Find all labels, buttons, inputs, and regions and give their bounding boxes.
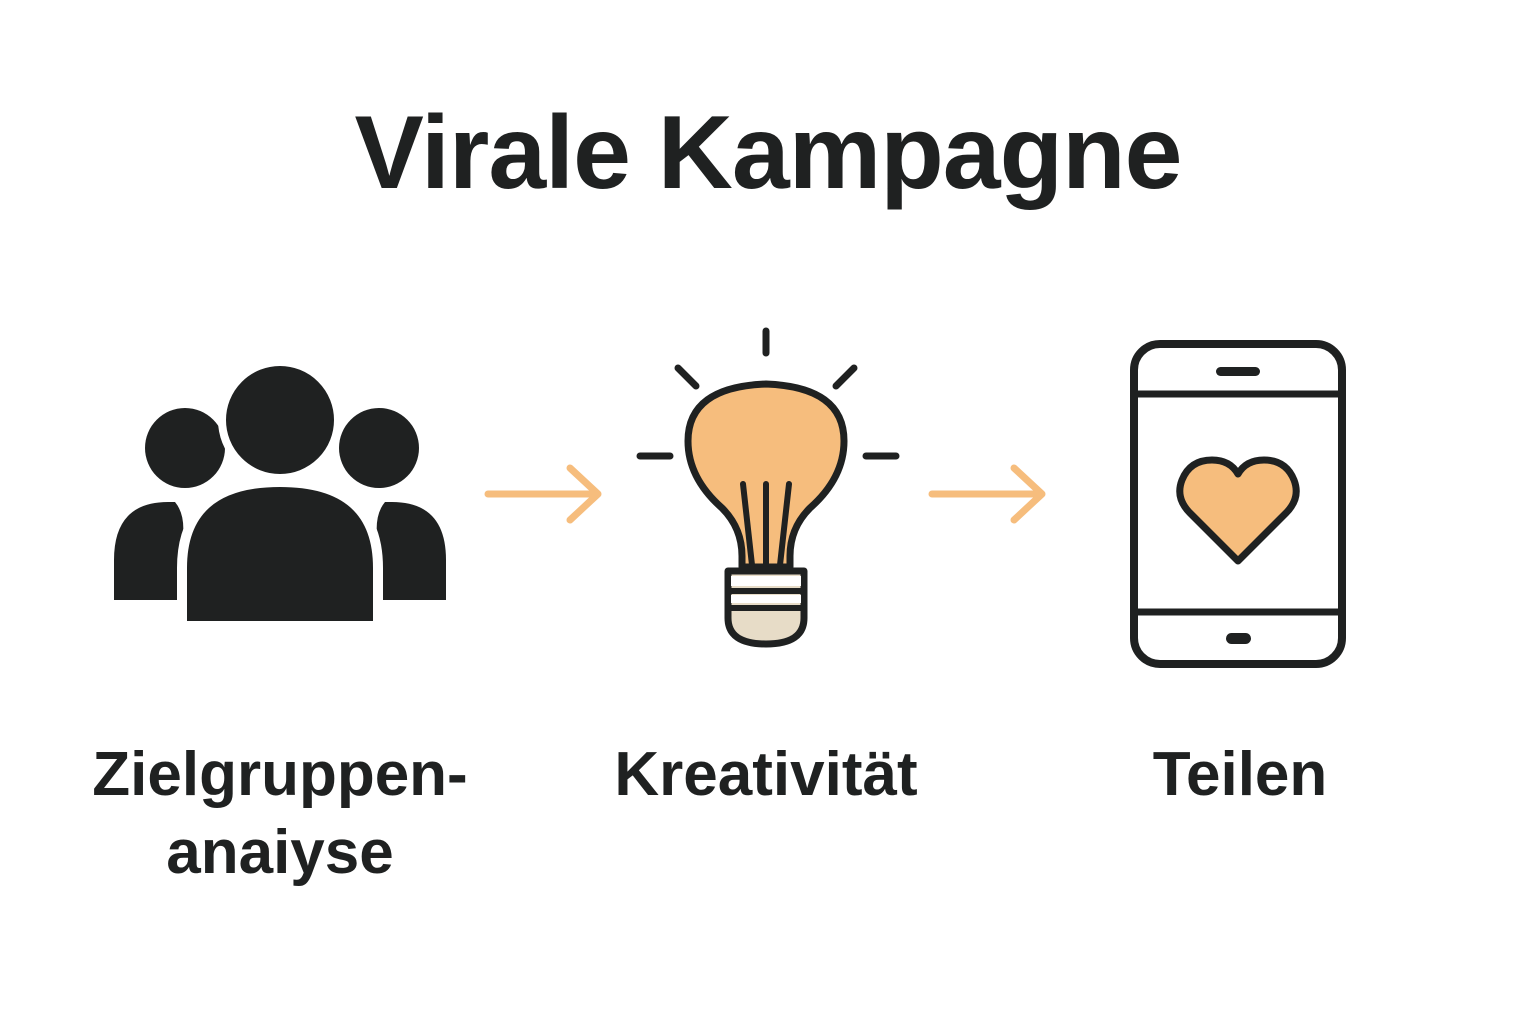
diagram-title: Virale Kampagne [354,95,1182,211]
step-label-line: Teilen [1152,740,1328,809]
step-label-line: Kreativität [614,740,918,809]
people-group-icon [114,360,446,631]
step-label-teilen: Teilen [1000,736,1480,814]
step-label-line: Zielgruppen- [92,740,468,809]
step-label-zielgruppenanalyse: Zielgruppen- anaiyse [40,736,520,892]
smartphone-heart-icon [1130,340,1346,668]
step-label-line: anaiyse [166,818,394,887]
step-label-kreativitaet: Kreativität [526,736,1006,814]
arrow-right-icon [928,464,1046,524]
arrow-right-icon [484,464,602,524]
lightbulb-icon [636,327,900,648]
